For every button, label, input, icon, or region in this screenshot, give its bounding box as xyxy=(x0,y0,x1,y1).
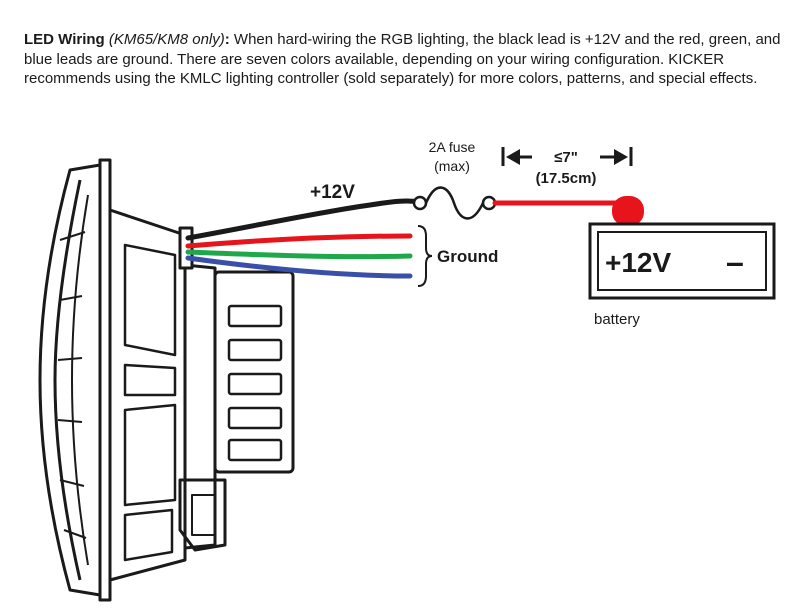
green-lead-wire xyxy=(185,249,413,260)
arrow-right-icon xyxy=(614,149,628,165)
fuse xyxy=(412,186,497,220)
fuse-terminal-left xyxy=(412,195,428,211)
distance-metric: (17.5cm) xyxy=(536,170,597,187)
battery-caption: battery xyxy=(594,311,640,328)
speaker-connector xyxy=(178,478,227,552)
fuse-element xyxy=(424,186,485,220)
blue-lead-wire xyxy=(185,255,413,279)
speaker-magnet xyxy=(183,263,217,550)
intro-colon: : xyxy=(224,31,230,48)
intro-body: When hard-wiring the RGB lighting, the b… xyxy=(24,31,781,87)
battery-body xyxy=(588,222,776,300)
red-lead-wire xyxy=(185,233,413,249)
distance-value: ≤7" xyxy=(554,149,578,166)
black-lead-label: +12V xyxy=(310,182,355,203)
lead-wires xyxy=(185,198,421,279)
ground-label: Ground xyxy=(437,247,498,266)
ground-bracket xyxy=(417,225,433,287)
battery-positive-label: +12V xyxy=(605,247,671,278)
speaker-basket xyxy=(108,208,187,582)
battery-negative-label: – xyxy=(726,244,744,280)
battery-inner xyxy=(597,231,767,291)
battery-terminal xyxy=(612,196,644,226)
speaker-grille-inner xyxy=(53,179,82,581)
fuse-label-line2: (max) xyxy=(434,158,470,174)
black-lead-wire xyxy=(185,198,421,241)
intro-title: LED Wiring xyxy=(24,31,105,48)
intro-models: (KM65/KM8 only) xyxy=(108,31,225,48)
fuse-label-line1: 2A fuse xyxy=(429,139,476,155)
intro-paragraph: LED Wiring (KM65/KM8 only): When hard-wi… xyxy=(24,30,794,89)
speaker-illustration xyxy=(38,158,295,602)
speaker-grille-outer xyxy=(38,163,102,597)
distance-dimension xyxy=(501,147,633,166)
arrow-left-icon xyxy=(506,149,520,165)
battery xyxy=(588,196,776,300)
